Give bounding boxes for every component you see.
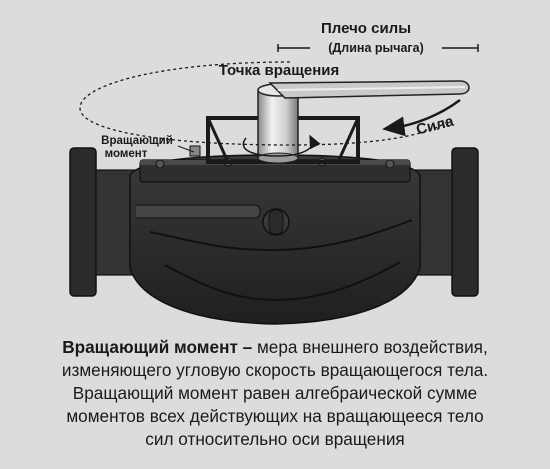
lever-label: (Длина рычага)	[328, 41, 424, 55]
rotation-path-dashed	[79, 61, 451, 146]
caption-line-3: Вращающий момент равен алгебраической су…	[72, 383, 478, 403]
caption-line-5: сил относительно оси вращения	[145, 429, 405, 449]
torque-pointer	[177, 145, 195, 153]
caption-term: Вращающий момент –	[62, 337, 253, 357]
caption-line-4: моментов всех действующих на вращающееся…	[66, 406, 484, 426]
torque-label-line1: Вращающий	[101, 135, 173, 147]
caption-line-1: Вращающий момент – мера внешнего воздейс…	[0, 336, 550, 359]
force-label: Сила	[414, 113, 456, 139]
caption-block: Вращающий момент – мера внешнего воздейс…	[0, 336, 550, 451]
torque-arrow	[242, 134, 321, 157]
torque-label-line2: момент	[105, 148, 148, 160]
lever-arm	[268, 80, 470, 99]
pump-body	[69, 147, 479, 325]
lever-length-dimension	[277, 44, 479, 52]
caption-line-2: изменяющего угловую скорость вращающегос…	[61, 360, 489, 380]
force-arrow	[382, 98, 461, 137]
arm-label: Плечо силы	[321, 20, 411, 37]
caption-line-1-rest: мера внешнего воздействия,	[252, 337, 488, 357]
pivot-label: Точка вращения	[219, 62, 340, 79]
